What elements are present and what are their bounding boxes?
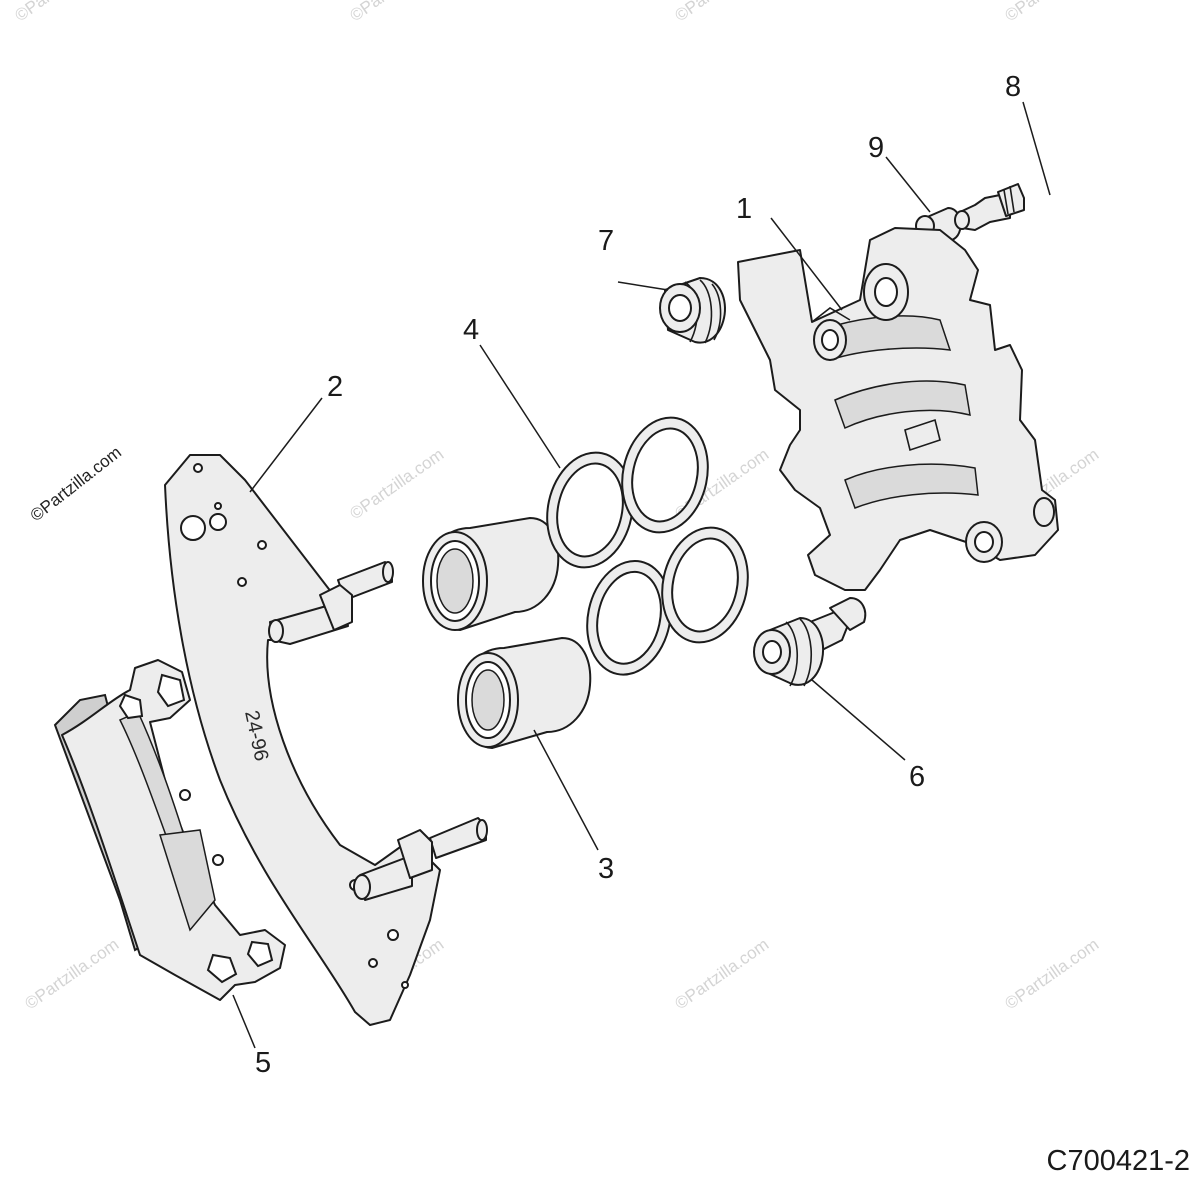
leader-7 [617,281,669,291]
watermark: ©Partzilla.com [21,935,122,1014]
callout-4: 4 [463,314,479,346]
leader-lines [232,101,1051,1049]
leader-4 [479,344,561,469]
part-1-caliper-body [737,227,1059,591]
watermark: ©Partzilla.com [671,935,772,1014]
part-7-boot [659,277,726,344]
callout-1: 1 [736,193,752,225]
watermark: ©Partzilla.com [11,0,112,25]
part-5-brake-pad [53,659,286,1001]
watermark: ©Partzilla.com [346,445,447,524]
leader-9 [885,156,931,213]
callout-2: 2 [327,371,343,403]
part-8-bleeder-screw [954,183,1025,231]
part-3-pistons [422,517,592,749]
leader-8 [1022,101,1051,196]
figure-number: C700421-2 [1047,1145,1191,1177]
watermark: ©Partzilla.com [346,0,447,25]
part-4-seal-rings [546,416,749,676]
callout-6: 6 [909,761,925,793]
watermark-main: ©Partzilla.com [27,443,125,526]
leader-3 [533,729,599,851]
callout-5: 5 [255,1047,271,1079]
part-6-slide-pin [753,597,867,687]
leader-6 [811,679,906,761]
watermark: ©Partzilla.com [1001,935,1102,1014]
watermark: ©Partzilla.com [671,0,772,25]
leader-2 [249,397,323,493]
callout-labels: 1 2 3 4 5 6 7 8 9 [255,71,1021,1079]
callout-9: 9 [868,132,884,164]
callout-8: 8 [1005,71,1021,103]
watermark: ©Partzilla.com [1001,0,1102,25]
leader-5 [232,994,256,1049]
part-2-caliper-bracket: 24-96 [164,454,488,1026]
callout-3: 3 [598,853,614,885]
callout-7: 7 [598,225,614,257]
leader-1 [770,217,843,311]
